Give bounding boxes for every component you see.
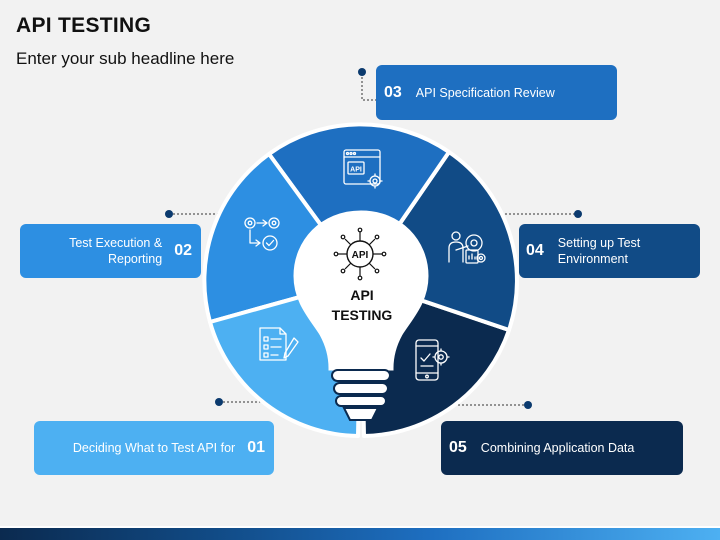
connector-dot-04 [574, 210, 582, 218]
bulb-base-ring-1 [331, 369, 391, 382]
step-04-label: Setting up Test Environment [558, 235, 640, 267]
bulb-tip [342, 407, 380, 421]
connectors [169, 73, 578, 406]
step-01-label: Deciding What to Test API for [72, 441, 236, 455]
connector-dot-03 [358, 68, 366, 76]
bulb-base-ring-2 [333, 382, 389, 395]
api-window-gear-icon: API [343, 149, 383, 189]
step-04-label-line2: Environment [557, 252, 628, 266]
connector-dot-05 [524, 401, 532, 409]
step-03-number: 03 [384, 83, 402, 101]
step-02-label: Test Execution & Reporting [69, 235, 162, 267]
api-chip-icon: API [333, 227, 387, 281]
center-label-line1: API [350, 287, 374, 303]
bulb-base-ring-3 [335, 395, 387, 407]
step-04-label-line1: Setting up Test [557, 236, 641, 250]
step-03-label: API Specification Review [415, 85, 555, 100]
step-05-number: 05 [449, 439, 467, 456]
svg-text:API: API [350, 167, 362, 174]
presenter-gear-icon [448, 231, 486, 264]
step-01-number: 01 [247, 439, 265, 456]
center-label: API TESTING [300, 285, 424, 325]
gears-workflow-icon [244, 217, 280, 251]
step-05-label: Combining Application Data [480, 441, 635, 455]
step-04-number: 04 [526, 242, 544, 259]
center-label-line2: TESTING [331, 307, 393, 323]
step-02-number: 02 [174, 242, 192, 259]
step-02-box: Test Execution & Reporting 02 [20, 224, 201, 278]
connector-dots [165, 68, 582, 409]
step-01-box: Deciding What to Test API for 01 [34, 421, 274, 475]
footer-divider [0, 526, 720, 528]
step-02-label-line2: Reporting [108, 252, 163, 266]
step-04-box: 04 Setting up Test Environment [519, 224, 700, 278]
step-03-box: 03 API Specification Review [376, 65, 617, 120]
step-02-label-line1: Test Execution & [69, 236, 163, 250]
mobile-settings-icon [415, 339, 450, 381]
api-chip-label: API [352, 250, 369, 261]
lightbulb [293, 210, 429, 421]
slide-title: API TESTING [16, 14, 152, 37]
footer-gradient-bar [0, 528, 720, 540]
bulb-glass [293, 210, 429, 371]
segment-03 [267, 122, 451, 282]
checklist-icon [259, 327, 299, 361]
connector-dot-02 [165, 210, 173, 218]
connector-03 [361, 73, 376, 101]
slide-subtitle: Enter your sub headline here [16, 49, 235, 68]
step-05-box: 05 Combining Application Data [441, 421, 683, 475]
connector-dot-01 [215, 398, 223, 406]
